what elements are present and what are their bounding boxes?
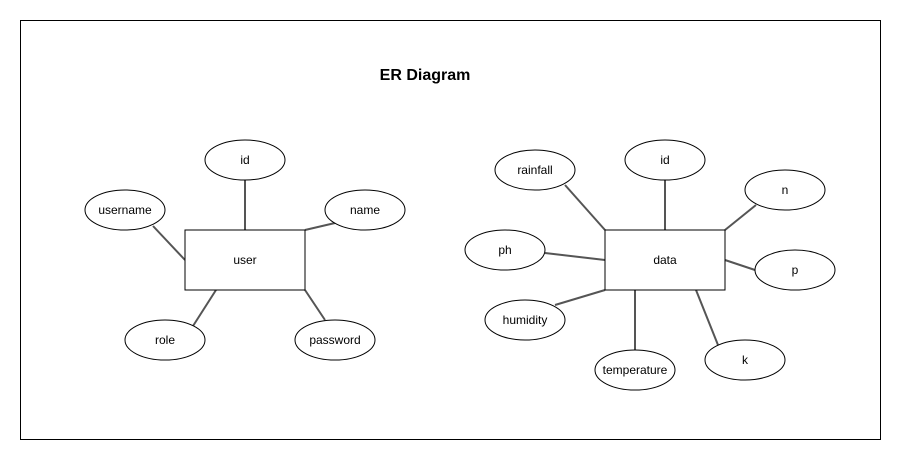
attr-user-password-label: password xyxy=(309,333,360,347)
connector-user-username xyxy=(152,225,186,261)
attr-data-n-label: n xyxy=(782,183,789,197)
connector-user-password xyxy=(304,289,326,321)
data-connectors xyxy=(544,180,757,350)
entity-user-box xyxy=(184,229,306,291)
attr-data-rainfall-label: rainfall xyxy=(517,163,552,177)
entity-data-box xyxy=(604,229,726,291)
connector-data-p xyxy=(724,259,756,271)
user-connectors xyxy=(152,180,336,327)
attr-data-id xyxy=(624,139,706,181)
entity-user-label: user xyxy=(233,253,256,267)
attr-data-n xyxy=(744,169,826,211)
diagram-title: ER Diagram xyxy=(380,67,471,84)
attr-data-ph xyxy=(464,229,546,271)
attr-data-p xyxy=(754,249,836,291)
attr-data-id-label: id xyxy=(660,153,669,167)
attr-data-humidity xyxy=(484,299,566,341)
attr-data-temperature xyxy=(594,349,676,391)
connector-data-rainfall xyxy=(564,184,606,231)
attr-data-humidity-label: humidity xyxy=(503,313,548,327)
attr-user-role-label: role xyxy=(155,333,175,347)
connector-user-name xyxy=(304,222,336,231)
connector-data-humidity xyxy=(554,289,606,306)
attr-data-rainfall xyxy=(494,149,576,191)
attr-data-temperature-label: temperature xyxy=(603,363,668,377)
entity-user: user xyxy=(184,229,306,291)
attr-user-name-label: name xyxy=(350,203,380,217)
attr-data-k xyxy=(704,339,786,381)
diagram-frame xyxy=(20,20,881,440)
attr-user-id-label: id xyxy=(240,153,249,167)
attr-user-role xyxy=(124,319,206,361)
attr-user-id xyxy=(204,139,286,181)
attr-data-k-label: k xyxy=(742,353,749,367)
connector-data-ph xyxy=(544,252,606,261)
attr-user-password xyxy=(294,319,376,361)
connector-user-role xyxy=(192,289,217,327)
attr-data-p-label: p xyxy=(792,263,799,277)
connector-data-n xyxy=(724,204,757,231)
attr-user-username-label: username xyxy=(98,203,152,217)
entity-data: data xyxy=(604,229,726,291)
entity-data-label: data xyxy=(653,253,677,267)
connector-data-k xyxy=(695,289,719,346)
attr-user-username xyxy=(84,189,166,231)
attr-data-ph-label: ph xyxy=(498,243,511,257)
attr-user-name xyxy=(324,189,406,231)
